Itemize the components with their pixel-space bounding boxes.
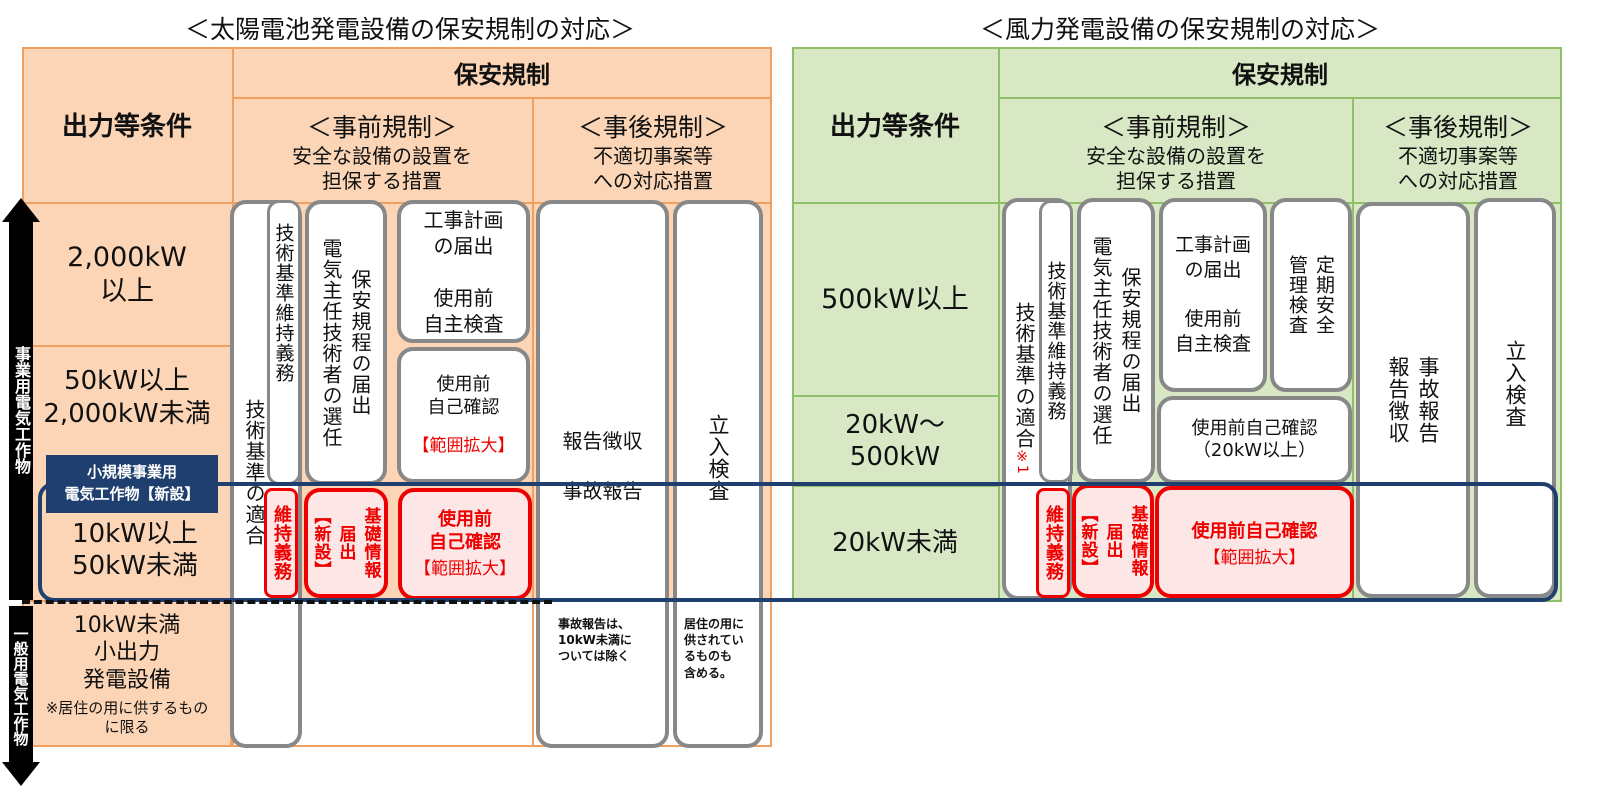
solar-line-v2 bbox=[532, 97, 534, 747]
wind-maintenance-duty-pill: 維持義務 bbox=[1036, 488, 1070, 598]
solar-maintenance-duty-label: 維持義務 bbox=[271, 505, 292, 581]
arrow-head-up bbox=[2, 198, 40, 222]
wind-line-h3 bbox=[792, 395, 998, 397]
wind-inspection-pill: 立入検査 bbox=[1474, 198, 1556, 598]
wind-work-plan-label: 工事計画 の届出 使用前 自主検査 bbox=[1174, 234, 1251, 356]
arrow-general-text: 一般用電気工作物 bbox=[11, 626, 30, 746]
solar-row-50kw: 50kW以上 2,000kW未満 bbox=[43, 366, 211, 429]
arrow-head-down bbox=[2, 762, 40, 786]
small-business-highlight-frame bbox=[38, 482, 1558, 602]
wind-post-reg-title: ＜事後規制＞ bbox=[1382, 112, 1533, 142]
wind-row-20kw: 20kW未満 bbox=[832, 528, 958, 559]
wind-report-label: 事故報告 報告徴収 bbox=[1386, 356, 1440, 444]
solar-safety-regulation-header: 保安規制 bbox=[454, 60, 550, 89]
arrow-business-text: 事業用電気工作物 bbox=[12, 346, 31, 474]
solar-pre-reg-desc: 安全な設備の設置を 担保する措置 bbox=[292, 143, 472, 193]
solar-basic-info-pill: 基礎情報 届出 【新設】 bbox=[304, 488, 388, 598]
wind-basic-info-pill: 基礎情報 届出 【新設】 bbox=[1072, 484, 1154, 598]
solar-row-10kw: 10kW以上 50kW未満 bbox=[72, 518, 198, 582]
solar-chief-engineer-label: 保安規程の届出 電気主任技術者の選任 bbox=[319, 237, 372, 448]
wind-safety-regulation-header: 保安規制 bbox=[1232, 60, 1328, 89]
solar-pre-regulation-header: ＜事前規制＞ 安全な設備の設置を 担保する措置 bbox=[232, 99, 532, 202]
solar-tech-maintenance-label: 技術基準維持義務 bbox=[272, 223, 295, 383]
solar-tech-standard-pill: 技術基準の適合 bbox=[230, 200, 302, 748]
wind-pre-reg-desc: 安全な設備の設置を 担保する措置 bbox=[1086, 143, 1266, 193]
solar-pre-reg-title: ＜事前規制＞ bbox=[306, 112, 457, 142]
solar-line-h2 bbox=[22, 202, 772, 204]
wind-self-check-pill: 使用前自己確認 （20kW以上） bbox=[1157, 396, 1352, 484]
solar-tech-maintenance-pill: 技術基準維持義務 bbox=[267, 200, 301, 485]
wind-basic-info-label: 基礎情報 届出 【新設】 bbox=[1077, 505, 1148, 577]
solar-output-condition-header: 出力等条件 bbox=[61, 112, 192, 142]
solar-report-pill: 報告徴収 事故報告 bbox=[536, 200, 669, 748]
solar-self-check-red-label: 使用前 自己確認 bbox=[429, 509, 501, 553]
arrow-general-label: 一般用電気工作物 bbox=[9, 606, 33, 766]
solar-basic-info-label: 基礎情報 届出 【新設】 bbox=[310, 507, 381, 579]
wind-line-v1 bbox=[998, 47, 1000, 602]
solar-inspection-note: 居住の用に 供されてい るものも 含める。 bbox=[684, 617, 745, 680]
wind-work-plan-pill: 工事計画 の届出 使用前 自主検査 bbox=[1159, 198, 1267, 392]
wind-periodic-inspection-label: 定期安全 管理検査 bbox=[1286, 255, 1335, 335]
arrow-general-shaft bbox=[9, 606, 33, 766]
wind-report-pill: 事故報告 報告徴収 bbox=[1356, 202, 1470, 598]
arrow-business-label: 事業用電気工作物 bbox=[9, 220, 33, 600]
wind-chief-engineer-pill: 保安規程の届出 電気主任技術者の選任 bbox=[1077, 198, 1155, 483]
solar-work-plan-pill: 工事計画 の届出 使用前 自主検査 bbox=[397, 200, 530, 343]
wind-self-check-label: 使用前自己確認 （20kW以上） bbox=[1191, 417, 1318, 462]
general-divider-dashed bbox=[22, 600, 552, 604]
wind-pre-regulation-header: ＜事前規制＞ 安全な設備の設置を 担保する措置 bbox=[1000, 99, 1352, 202]
solar-post-reg-title: ＜事後規制＞ bbox=[577, 112, 728, 142]
wind-line-v2 bbox=[1352, 97, 1354, 602]
wind-post-reg-desc: 不適切事案等 への対応措置 bbox=[1398, 143, 1518, 193]
solar-self-check-ext: 【範囲拡大】 bbox=[412, 436, 515, 456]
wind-post-regulation-header: ＜事後規制＞ 不適切事案等 への対応措置 bbox=[1354, 99, 1562, 202]
solar-line-h1 bbox=[232, 97, 772, 99]
wind-line-h1 bbox=[998, 97, 1562, 99]
arrow-business-shaft bbox=[9, 220, 33, 600]
wind-inspection-label: 立入検査 bbox=[1503, 340, 1527, 428]
wind-self-check-red-ext: 【範囲拡大】 bbox=[1203, 547, 1306, 568]
solar-post-regulation-header: ＜事後規制＞ 不適切事案等 への対応措置 bbox=[534, 99, 772, 202]
wind-row-500kw: 500kW以上 bbox=[821, 283, 969, 315]
solar-tech-standard-label: 技術基準の適合 bbox=[242, 399, 266, 546]
wind-tech-maintenance-pill: 技術基準維持義務 bbox=[1039, 200, 1073, 483]
solar-self-check-label: 使用前 自己確認 bbox=[427, 374, 500, 418]
wind-title: ＜風力発電設備の保安規制の対応＞ bbox=[979, 15, 1380, 44]
solar-line-h3 bbox=[22, 345, 232, 347]
wind-chief-engineer-label: 保安規程の届出 電気主任技術者の選任 bbox=[1089, 235, 1142, 446]
wind-row-20-500kw: 20kW～ 500kW bbox=[845, 409, 945, 473]
wind-output-condition-header: 出力等条件 bbox=[829, 112, 960, 142]
wind-tech-standard-label: 技術基準の適合 bbox=[1012, 302, 1036, 449]
solar-title: ＜太陽電池発電設備の保安規制の対応＞ bbox=[184, 15, 635, 44]
solar-inspection-label: 立入検査 bbox=[706, 414, 730, 502]
solar-general-panel bbox=[22, 602, 232, 747]
wind-maintenance-duty-label: 維持義務 bbox=[1043, 505, 1064, 581]
solar-row-small-output-note: ※居住の用に供するもの に限る bbox=[45, 698, 209, 737]
solar-chief-engineer-pill: 保安規程の届出 電気主任技術者の選任 bbox=[305, 200, 387, 485]
solar-row-2000kw: 2,000kW 以上 bbox=[67, 241, 187, 307]
wind-line-h4 bbox=[792, 485, 998, 487]
solar-self-check-red-ext: 【範囲拡大】 bbox=[414, 559, 516, 579]
wind-self-check-red-label: 使用前自己確認 bbox=[1191, 520, 1318, 542]
solar-report-note: 事故報告は、 10kW未満に ついては除く bbox=[558, 617, 632, 664]
solar-maintenance-duty-pill: 維持義務 bbox=[264, 488, 298, 598]
solar-row-small-output: 10kW未満 小出力 発電設備 bbox=[73, 612, 181, 693]
wind-tech-maintenance-label: 技術基準維持義務 bbox=[1044, 261, 1067, 421]
solar-post-reg-desc: 不適切事案等 への対応措置 bbox=[593, 143, 713, 193]
solar-self-check-pill: 使用前 自己確認 【範囲拡大】 bbox=[397, 347, 530, 483]
wind-tech-standard-note: ※1 bbox=[1014, 449, 1030, 474]
wind-self-check-red-pill: 使用前自己確認 【範囲拡大】 bbox=[1155, 486, 1354, 598]
wind-pre-reg-title: ＜事前規制＞ bbox=[1100, 112, 1251, 142]
solar-work-plan-label: 工事計画 の届出 使用前 自主検査 bbox=[423, 207, 504, 336]
solar-self-check-red-pill: 使用前 自己確認 【範囲拡大】 bbox=[398, 488, 532, 600]
wind-periodic-inspection-pill: 定期安全 管理検査 bbox=[1270, 198, 1352, 392]
solar-inspection-pill: 立入検査 bbox=[673, 200, 763, 748]
